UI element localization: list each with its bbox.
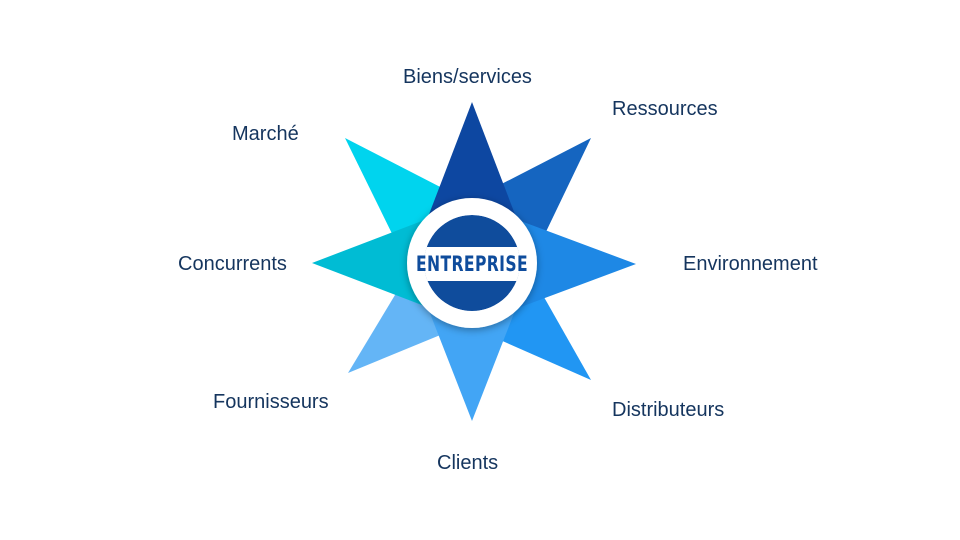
center-coin: [424, 215, 520, 311]
label-marche: Marché: [232, 123, 299, 145]
center-label: ENTREPRISE: [416, 252, 528, 276]
label-fournisseurs: Fournisseurs: [213, 391, 329, 413]
label-distributeurs: Distributeurs: [612, 399, 725, 421]
label-clients: Clients: [437, 452, 499, 474]
label-biens-services: Biens/services: [403, 66, 532, 88]
label-environnement: Environnement: [683, 253, 818, 275]
label-concurrents: Concurrents: [178, 253, 287, 275]
label-ressources: Ressources: [612, 98, 718, 120]
center-coin-band: [424, 247, 520, 281]
